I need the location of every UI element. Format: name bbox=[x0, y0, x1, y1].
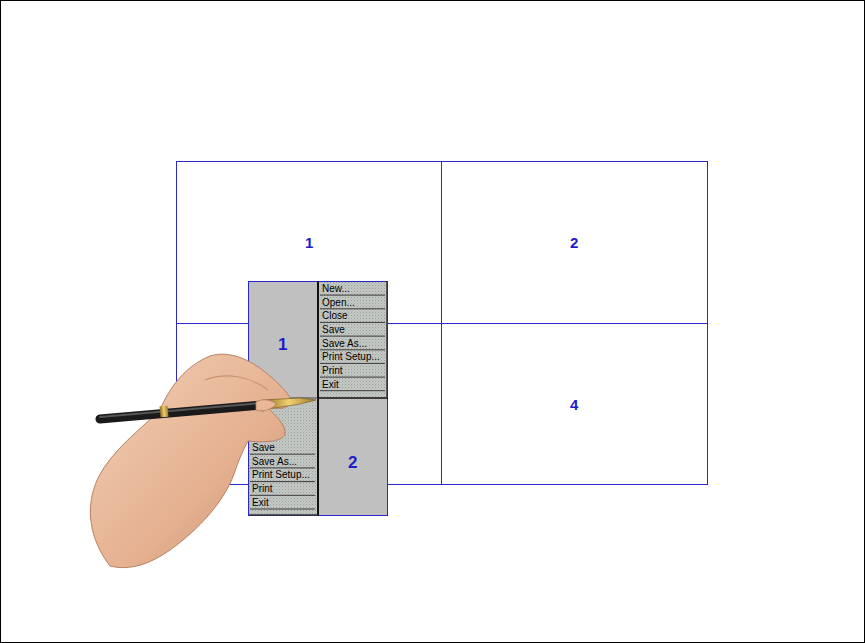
menu-item: Save bbox=[252, 442, 275, 454]
gray-box: 1 bbox=[248, 281, 318, 398]
grid-cell: 1 bbox=[177, 162, 441, 323]
file-menu: SaveSave As...Print Setup... PrintExit bbox=[248, 398, 318, 516]
cell-number: 2 bbox=[348, 454, 357, 471]
menu-separator bbox=[250, 454, 315, 455]
menu-separator bbox=[320, 363, 385, 364]
menu-separator bbox=[320, 295, 385, 296]
file-menu: New... Open...CloseSaveSave As...Print Se… bbox=[318, 281, 388, 398]
menu-separator bbox=[250, 481, 315, 482]
grid-cell: 2 bbox=[442, 162, 707, 323]
menu-item: Exit bbox=[252, 497, 269, 509]
menu-separator bbox=[250, 467, 315, 468]
menu-separator bbox=[320, 390, 385, 391]
menu-item: Print Setup... bbox=[322, 351, 380, 363]
cell-number: 4 bbox=[570, 397, 578, 412]
menu-item: Exit bbox=[322, 379, 339, 391]
menu-item: Save As... bbox=[252, 456, 297, 468]
menu-separator bbox=[320, 377, 385, 378]
menu-item: Print bbox=[322, 365, 343, 377]
menu-separator bbox=[250, 495, 315, 496]
gray-box: 2 bbox=[318, 398, 388, 516]
menu-separator bbox=[320, 308, 385, 309]
menu-item: Save bbox=[322, 324, 345, 336]
grid-cell: 4 bbox=[442, 324, 707, 484]
menu-separator bbox=[320, 349, 385, 350]
menu-item: Open... bbox=[322, 297, 355, 309]
cell-number: 1 bbox=[305, 235, 313, 250]
menu-separator bbox=[320, 336, 385, 337]
menu-separator bbox=[250, 509, 315, 510]
menu-item: Save As... bbox=[322, 338, 367, 350]
menu-item: Print bbox=[252, 483, 273, 495]
menu-item: Close bbox=[322, 310, 348, 322]
cell-number: 1 bbox=[278, 336, 287, 353]
menu-item: Print Setup... bbox=[252, 469, 310, 481]
menu-item: New... bbox=[322, 283, 350, 295]
menu-separator bbox=[320, 322, 385, 323]
cell-number: 2 bbox=[570, 235, 578, 250]
